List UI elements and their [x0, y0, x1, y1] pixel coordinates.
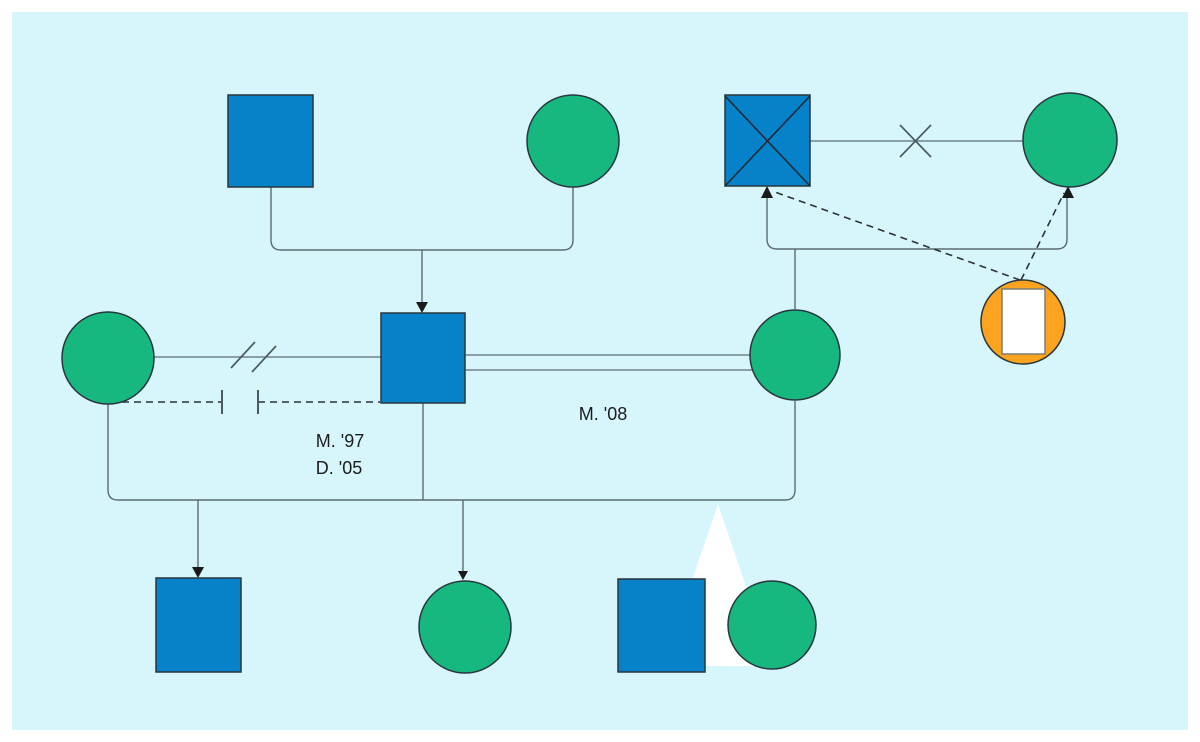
node-child-2[interactable] — [418, 580, 512, 674]
node-ex-partner[interactable] — [61, 311, 155, 405]
labels-layer: M. '97 D. '05 M. '08 — [316, 404, 627, 478]
node-current-partner[interactable] — [749, 309, 841, 401]
label-divorce-05[interactable]: D. '05 — [316, 458, 362, 478]
deceased-x-mark — [724, 95, 811, 187]
node-child-3[interactable] — [617, 578, 706, 673]
marks-layer — [230, 95, 1046, 373]
arrowhead-into-grandmother-right — [1062, 186, 1074, 198]
node-grandfather-left[interactable] — [227, 94, 314, 188]
label-marriage-08[interactable]: M. '08 — [579, 404, 627, 424]
connector-sibling-bar[interactable] — [107, 401, 796, 501]
node-child-4[interactable] — [727, 580, 817, 670]
connector-right-family-bar[interactable] — [766, 197, 1068, 250]
node-grandmother-right[interactable] — [1022, 92, 1118, 188]
arrowhead-into-central-man — [416, 302, 428, 313]
node-grandmother-left[interactable] — [526, 94, 620, 188]
node-child-1[interactable] — [155, 577, 242, 673]
arrowhead-into-grandfather-right — [761, 186, 773, 198]
divorce-slash-mark — [230, 341, 256, 369]
connectors-layer — [107, 140, 1074, 580]
node-central-man[interactable] — [380, 312, 466, 404]
label-marriage-97[interactable]: M. '97 — [316, 431, 364, 451]
separation-x-mark — [899, 124, 932, 158]
arrowhead-into-child2 — [458, 571, 468, 580]
connector-donor-to-grandmother[interactable] — [1020, 192, 1065, 281]
donor-inner-rectangle — [1001, 288, 1046, 355]
arrowhead-into-child1 — [192, 567, 204, 578]
connector-donor-to-grandfather[interactable] — [771, 190, 1021, 281]
divorce-slash-mark — [251, 345, 277, 373]
